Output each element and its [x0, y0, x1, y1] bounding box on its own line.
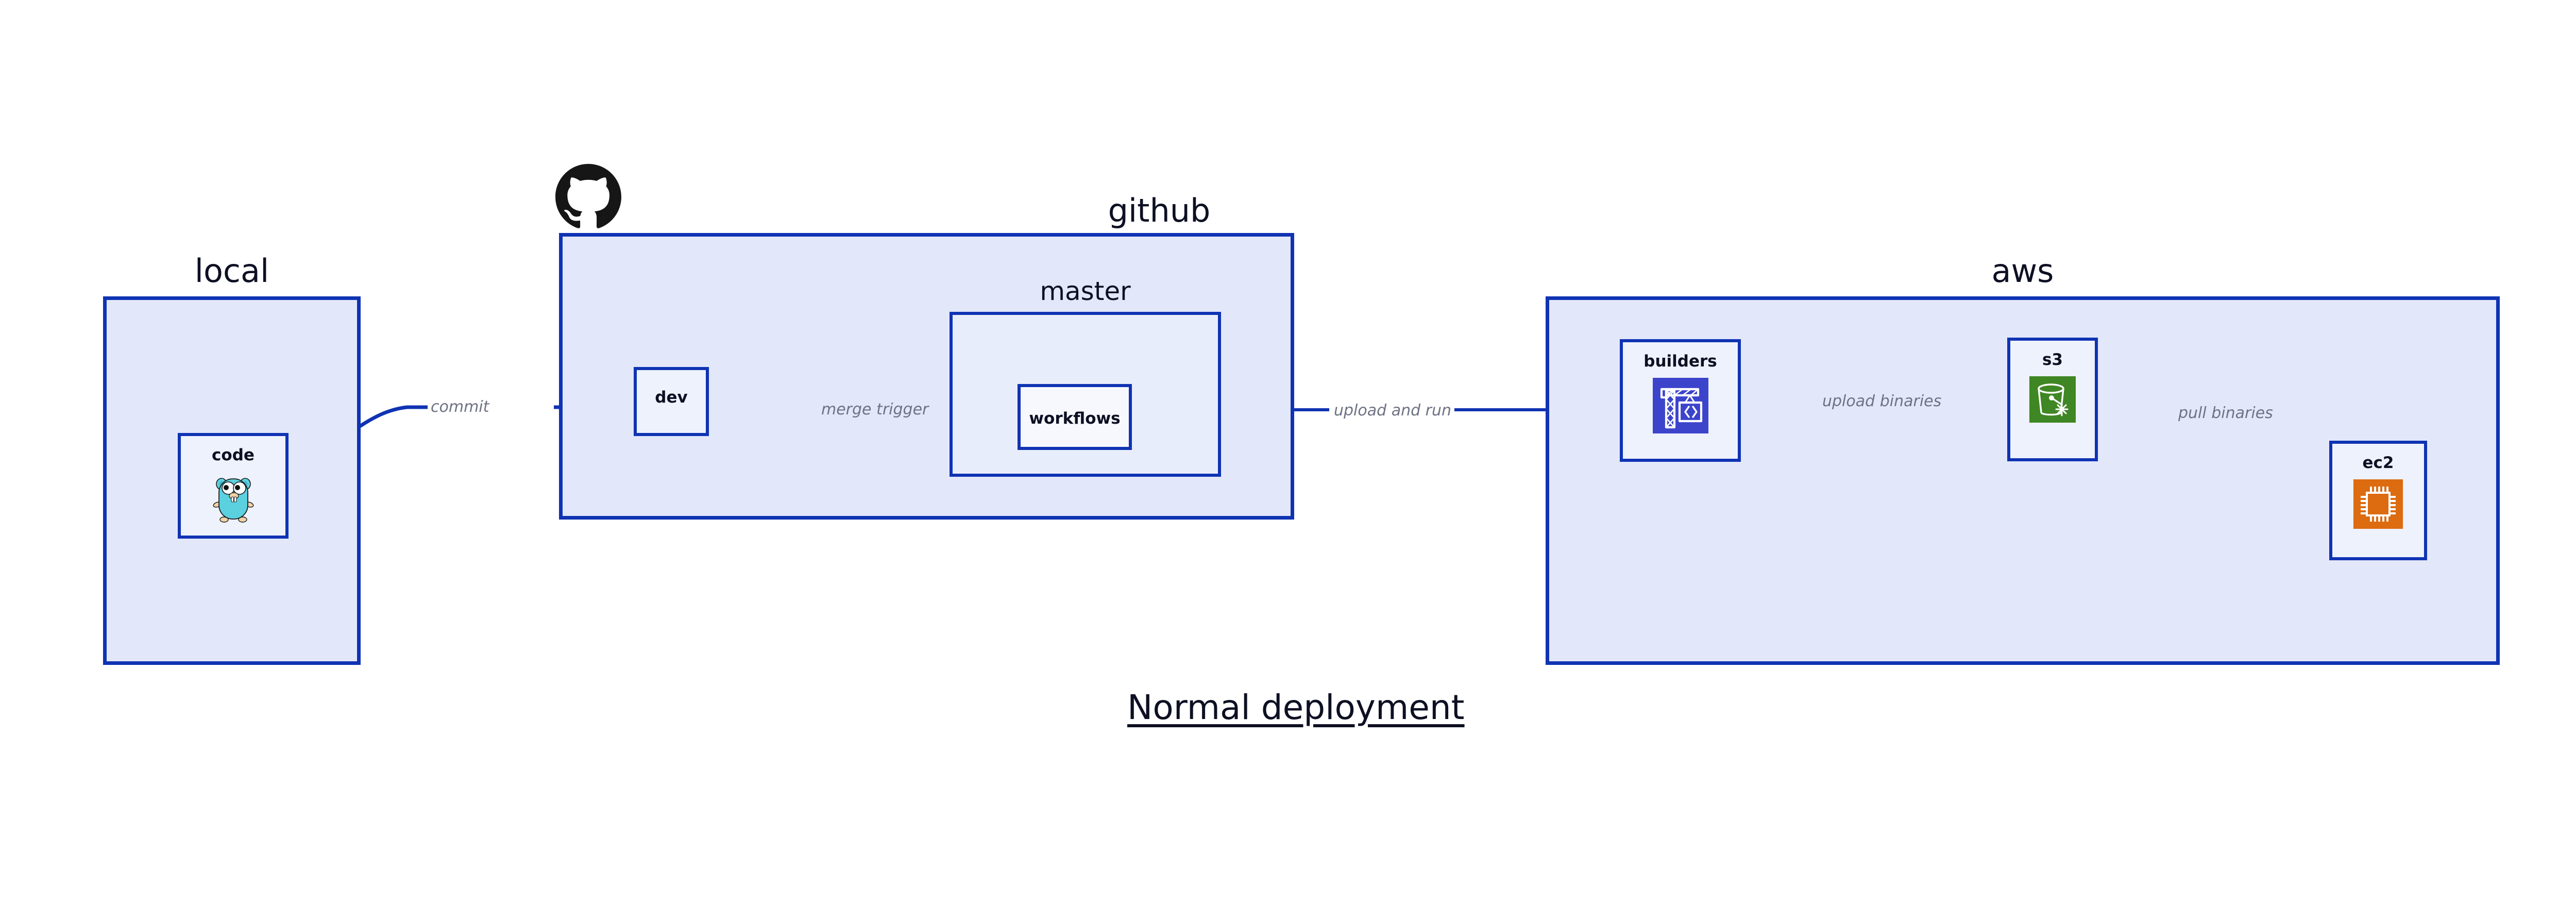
- group-label-github: github: [1108, 192, 1211, 229]
- group-label-local: local: [194, 252, 269, 290]
- node-code[interactable]: code: [178, 433, 289, 539]
- aws-codebuild-crane-icon: [1652, 378, 1708, 436]
- node-workflows[interactable]: workflows: [1018, 384, 1132, 450]
- node-workflows-label: workflows: [1029, 409, 1121, 428]
- node-dev-label: dev: [655, 388, 688, 407]
- edge-label-upload-and-run: upload and run: [1331, 402, 1455, 420]
- group-label-aws: aws: [1991, 252, 2054, 290]
- node-builders[interactable]: builders: [1620, 339, 1741, 462]
- node-dev[interactable]: dev: [634, 367, 709, 436]
- edge-label-merge-trigger: merge trigger: [818, 401, 932, 419]
- github-octocat-icon: [555, 164, 621, 232]
- node-ec2[interactable]: ec2: [2329, 441, 2427, 560]
- edge-label-pull-binaries: pull binaries: [2175, 405, 2276, 422]
- group-label-master: master: [1040, 276, 1131, 306]
- edge-label-commit: commit: [428, 398, 493, 416]
- edge-label-upload-binaries: upload binaries: [1819, 393, 1945, 410]
- node-s3[interactable]: s3: [2007, 338, 2098, 461]
- diagram-caption: Normal deployment: [1127, 688, 1465, 727]
- node-ec2-label: ec2: [2362, 454, 2394, 472]
- aws-s3-bucket-glacier-icon: [2029, 376, 2076, 425]
- go-gopher-icon: [213, 472, 254, 525]
- node-builders-label: builders: [1643, 352, 1717, 371]
- node-s3-label: s3: [2042, 350, 2063, 369]
- aws-ec2-cpu-icon: [2353, 479, 2403, 531]
- node-code-label: code: [212, 446, 255, 464]
